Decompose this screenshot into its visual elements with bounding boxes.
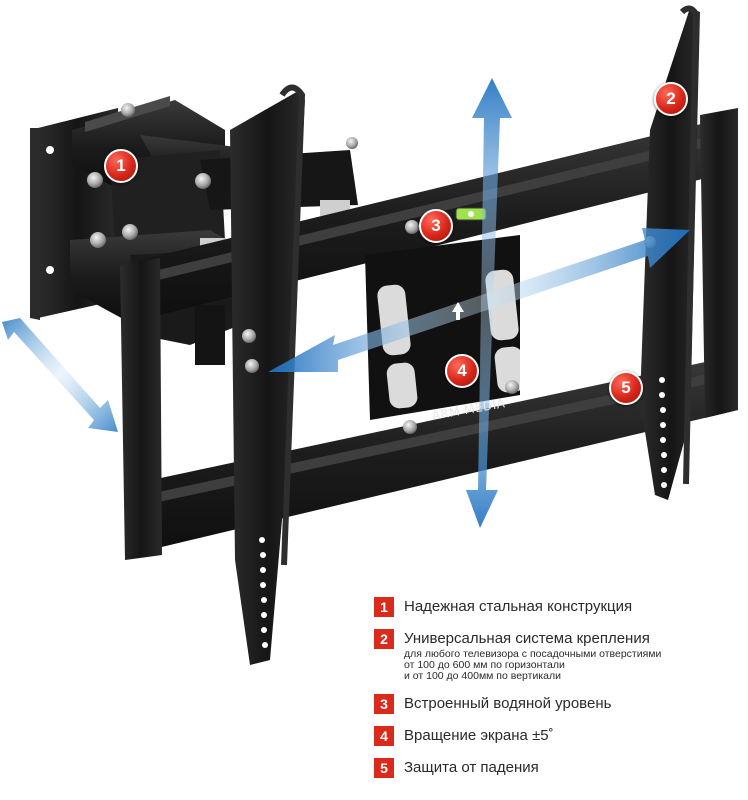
legend-number: 2 <box>374 629 394 649</box>
legend-title: Защита от падения <box>404 759 539 776</box>
legend-number: 1 <box>374 597 394 617</box>
legend-number: 5 <box>374 758 394 778</box>
legend-title: Вращение экрана ±5˚ <box>404 727 554 744</box>
legend-subtitle-line: от 100 до 600 мм по горизонтали <box>404 659 565 671</box>
legend-title: Универсальная система крепления <box>404 630 650 647</box>
legend-item-2: 2 Универсальная система крепления для лю… <box>374 629 734 682</box>
up-arrow-icon <box>452 302 464 320</box>
legend-item-4: 4 Вращение экрана ±5˚ <box>374 726 734 746</box>
feature-legend: 1 Надежная стальная конструкция 2 Универ… <box>374 597 734 790</box>
legend-item-1: 1 Надежная стальная конструкция <box>374 597 734 617</box>
tv-bracket-left <box>230 84 306 665</box>
marker-2: 2 <box>654 82 688 116</box>
legend-title: Надежная стальная конструкция <box>404 598 633 615</box>
arrow-extension-diagonal <box>2 318 118 432</box>
arm-bolts <box>87 103 358 248</box>
arrow-swivel-horizontal <box>268 228 690 372</box>
legend-item-5: 5 Защита от падения <box>374 758 734 778</box>
legend-number: 4 <box>374 726 394 746</box>
marker-4: 4 <box>445 354 479 388</box>
marker-1: 1 <box>104 149 138 183</box>
legend-title: Встроенный водяной уровень <box>404 695 612 712</box>
marker-3: 3 <box>419 209 453 243</box>
legend-item-3: 3 Встроенный водяной уровень <box>374 694 734 714</box>
marker-5: 5 <box>609 371 643 405</box>
legend-subtitle-line: и от 100 до 400мм по вертикали <box>404 670 561 682</box>
legend-subtitle-line: для любого телевизора с посадочными отве… <box>404 648 662 660</box>
bubble-level <box>455 207 487 221</box>
legend-number: 3 <box>374 694 394 714</box>
